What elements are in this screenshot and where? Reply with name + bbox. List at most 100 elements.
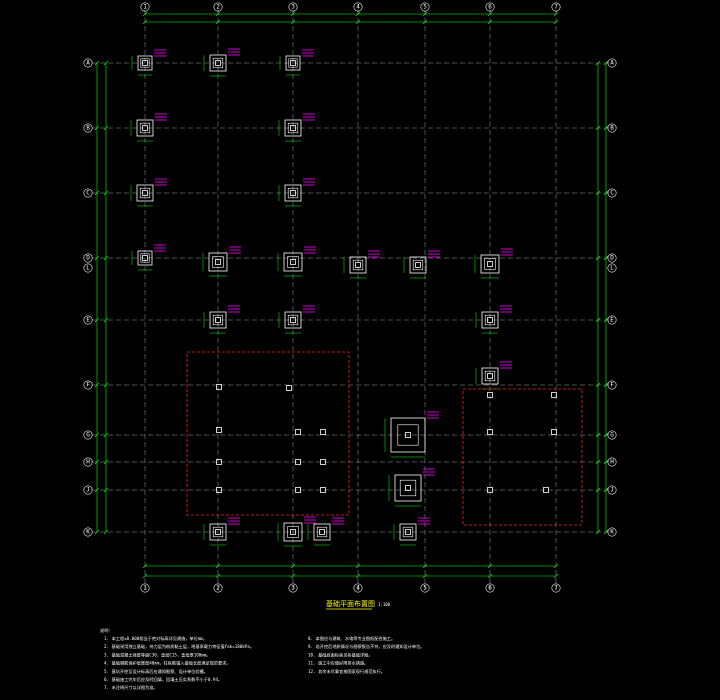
column — [487, 261, 493, 267]
footing-outline — [285, 55, 301, 71]
axis-bubble — [607, 315, 617, 325]
axis-bubble — [420, 583, 430, 593]
axis-bubble-label: G — [86, 432, 90, 439]
column — [405, 529, 411, 535]
footing — [277, 516, 316, 547]
axis-bubble-label: L — [610, 265, 614, 272]
footing-step — [397, 424, 419, 446]
column — [415, 262, 421, 268]
axis-bubble — [607, 58, 617, 68]
column — [551, 392, 557, 398]
axis-bubble-label: 2 — [216, 585, 220, 592]
footing-step — [140, 253, 150, 263]
footing — [307, 517, 344, 546]
dimension-tick — [103, 60, 109, 66]
axis-bubble-label: A — [86, 60, 90, 67]
footing-outline — [137, 250, 153, 266]
axis-bubble-label: 6 — [488, 4, 492, 11]
axis-bubble — [607, 527, 617, 537]
footing-step — [399, 479, 417, 497]
dimension-tick — [103, 125, 109, 131]
footing-step — [287, 122, 299, 134]
footing-step — [287, 187, 299, 199]
footing-outline — [390, 417, 426, 453]
axis-bubble-label: J — [86, 487, 90, 494]
axis-bubble — [83, 253, 93, 263]
column — [320, 429, 326, 435]
column — [355, 262, 361, 268]
footing-step — [316, 526, 328, 538]
column — [487, 392, 493, 398]
column — [295, 459, 301, 465]
footing-step — [139, 187, 151, 199]
footing — [278, 178, 315, 207]
axis-bubble-label: 3 — [291, 4, 295, 11]
footing-outline — [136, 184, 154, 202]
footing-outline — [209, 54, 227, 72]
note-line: 12. 其余未尽事宜按国家现行规范执行。 — [308, 668, 385, 675]
axis-bubble — [140, 583, 150, 593]
column — [215, 259, 221, 265]
drawing-scale: 1:100 — [378, 602, 391, 607]
dimension-tick — [103, 459, 109, 465]
note-line: 4. 基础钢筋保护层厚度40mm，柱纵筋锚入基础长度满足规范要求。 — [104, 660, 231, 667]
axis-bubble — [607, 430, 617, 440]
footing-outline — [284, 119, 302, 137]
axis-bubble — [83, 380, 93, 390]
column — [215, 529, 221, 535]
column — [487, 487, 493, 493]
axis-bubble-label: 7 — [554, 585, 558, 592]
footing-step — [402, 526, 414, 538]
axis-bubble — [607, 485, 617, 495]
dimension-tick — [142, 573, 148, 579]
column — [543, 487, 549, 493]
footing — [475, 305, 512, 334]
footing — [278, 305, 315, 334]
dimension-tick — [103, 317, 109, 323]
footing — [343, 250, 380, 279]
footing-outline — [481, 367, 499, 385]
footing-step — [412, 259, 424, 271]
footing-step — [212, 57, 224, 69]
notes-title: 说明： — [100, 627, 113, 634]
axis-bubble-label: B — [610, 125, 614, 132]
note-line: 9. 若开挖后地质情况与勘察报告不符，应及时通知设计单位。 — [308, 643, 424, 650]
axis-bubble — [551, 583, 561, 593]
column — [216, 459, 222, 465]
axis-bubble-label: 4 — [356, 585, 360, 592]
note-line: 1. 本工程±0.000相当于绝对标高详见建施，单位mm。 — [104, 635, 207, 642]
footing — [203, 517, 240, 546]
footing-outline — [208, 252, 228, 272]
footing — [388, 468, 435, 507]
axis-bubble — [83, 188, 93, 198]
axis-bubble-label: F — [610, 382, 614, 389]
column — [290, 529, 296, 535]
dimension-tick — [103, 190, 109, 196]
axis-bubble — [83, 123, 93, 133]
dimension-tick — [355, 573, 361, 579]
footing-outline — [313, 523, 331, 541]
note-line: 7. 未注明尺寸以详图为准。 — [104, 684, 158, 691]
column — [142, 255, 148, 261]
axis-bubble — [607, 253, 617, 263]
footing-outline — [203, 372, 235, 402]
note-line: 3. 基础混凝土强度等级C30，垫层C15，垫层厚100mm。 — [104, 651, 210, 658]
footing-step — [484, 314, 496, 326]
axis-bubble-label: H — [610, 459, 614, 466]
note-line: 5. 基坑开挖至设计标高后应通知勘察、设计单位验槽。 — [104, 668, 208, 675]
dimension-lines — [94, 11, 609, 579]
axis-bubble-label: 3 — [291, 585, 295, 592]
column — [487, 317, 493, 323]
axis-bubble-label: C — [86, 190, 90, 197]
column — [319, 529, 325, 535]
footing-outline — [283, 522, 303, 542]
footing-outline — [137, 55, 153, 71]
footing-outline — [480, 254, 500, 274]
axis-bubble — [485, 583, 495, 593]
axis-bubble-label: 6 — [488, 585, 492, 592]
dimension-tick — [103, 487, 109, 493]
axis-bubble-label: 7 — [554, 4, 558, 11]
column — [290, 190, 296, 196]
axis-bubble-label: 2 — [216, 4, 220, 11]
